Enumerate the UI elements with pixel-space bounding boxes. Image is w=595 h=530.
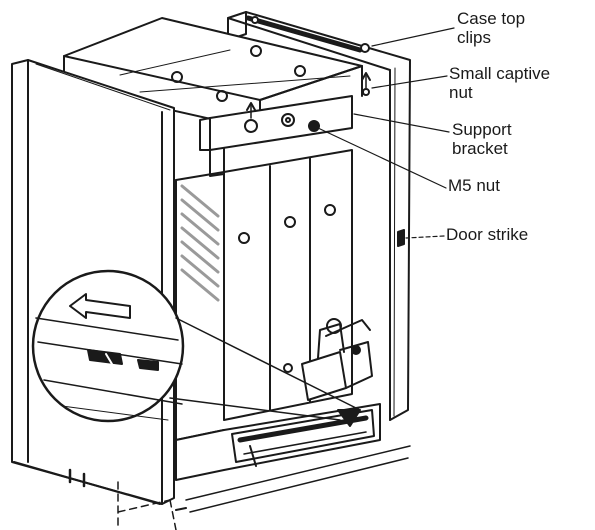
heat-exchanger xyxy=(175,149,353,441)
label-small-captive-nut: Small captive nut xyxy=(449,64,550,102)
bottom-fixing xyxy=(68,445,411,530)
label-case-top-clips-line1: Case top xyxy=(457,9,526,28)
detail-inset xyxy=(31,269,185,423)
label-support-bracket-line1: Support xyxy=(452,120,512,139)
leader-lines xyxy=(317,27,455,239)
label-small-captive-nut-line1: Small captive xyxy=(449,64,551,83)
label-case-top-clips: Case top clips xyxy=(457,9,525,47)
label-door-strike: Door strike xyxy=(446,225,528,244)
door-strike xyxy=(397,229,405,247)
inset-projection xyxy=(169,317,361,427)
support-bracket xyxy=(199,72,371,177)
case-top-clips xyxy=(245,15,370,53)
label-door-strike-line1: Door strike xyxy=(446,225,529,244)
label-small-captive-nut-line2: nut xyxy=(449,83,473,102)
gas-valve xyxy=(301,318,373,401)
label-support-bracket-line2: bracket xyxy=(452,139,508,158)
label-m5-nut-line1: M5 nut xyxy=(448,176,500,195)
label-case-top-clips-line2: clips xyxy=(457,28,492,47)
rear-casing-panel xyxy=(227,11,411,421)
label-support-bracket: Support bracket xyxy=(452,120,512,158)
label-m5-nut: M5 nut xyxy=(448,176,500,195)
